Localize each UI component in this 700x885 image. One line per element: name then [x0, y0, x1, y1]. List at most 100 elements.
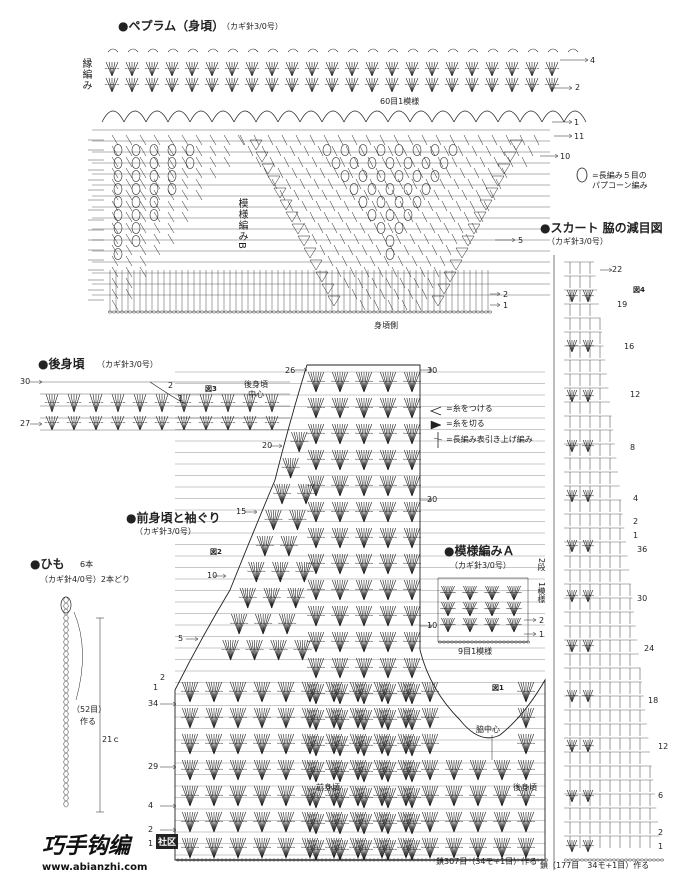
stitch-fan: [333, 837, 337, 859]
stitch-fan: [387, 501, 394, 523]
stitch-fan: [381, 733, 388, 755]
stitch-fan: [285, 535, 290, 557]
chain-stitch: [339, 858, 345, 862]
stitch-fan: [387, 761, 391, 783]
stitch-fan: [51, 415, 56, 431]
stitch-tick: [354, 846, 357, 848]
stitch-fan: [355, 681, 359, 703]
stitch-tick: [346, 536, 350, 538]
stitch-fan: [213, 681, 220, 703]
chain-stitch: [323, 310, 329, 314]
stitch-tick: [381, 562, 385, 564]
stitch-fan: [225, 639, 231, 661]
stitch-tick: [276, 742, 280, 744]
stitch-fan: [382, 527, 389, 549]
stitch-tick: [107, 68, 111, 70]
edge-fan: [408, 61, 413, 77]
stitch-fan: [280, 561, 289, 583]
stitch-tick: [380, 742, 384, 744]
stitch-tick: [234, 716, 237, 718]
stitch-tick: [283, 622, 286, 624]
stitch-tick: [402, 406, 406, 408]
stitch-fan: [265, 509, 274, 531]
popcorn: [394, 222, 404, 234]
edge-fan: [548, 77, 553, 93]
stitch-fan: [285, 681, 289, 703]
stitch-tick: [196, 742, 200, 744]
stitch-fan: [333, 785, 343, 807]
edge-fan: [508, 77, 513, 93]
stitch-fan: [117, 393, 122, 413]
chain-stitch: [135, 310, 141, 314]
stitch-fan: [363, 449, 370, 471]
stitch-tick: [292, 846, 296, 848]
edge-fan: [165, 61, 173, 77]
chain-stitch: [319, 858, 325, 862]
picot: [187, 48, 199, 53]
stitch-fan: [213, 733, 217, 755]
stitch-fan: [520, 681, 527, 703]
stitch-fan: [139, 415, 144, 431]
stitch-fan: [525, 837, 529, 859]
dc-stitch: [445, 244, 452, 256]
stitch-tick: [252, 846, 256, 848]
stitch-fan: [499, 759, 503, 781]
stitch-tick: [314, 562, 318, 564]
edge-fan: [211, 61, 216, 77]
dc-stitch: [139, 222, 147, 234]
stitch-tick: [330, 510, 334, 512]
stitch-tick: [394, 510, 398, 512]
stitch-tick: [381, 380, 385, 382]
popcorn: [448, 144, 458, 156]
edge-fan: [168, 77, 173, 93]
popcorn: [131, 222, 141, 234]
picot: [327, 48, 339, 53]
stitch-tick: [186, 768, 189, 770]
stitch-tick: [179, 401, 183, 403]
stitch-fan: [92, 415, 97, 431]
dc-stitch: [111, 189, 119, 201]
stitch-tick: [221, 648, 225, 650]
stitch-tick: [500, 794, 504, 796]
stitch-fan: [358, 423, 365, 445]
stitch-fan: [520, 785, 527, 807]
arch: [497, 110, 521, 123]
stitch-tick: [265, 596, 268, 598]
stitch-fan: [499, 837, 503, 859]
chain-stitch: [511, 858, 517, 862]
stitch-tick: [310, 84, 314, 86]
stitch-tick: [456, 68, 460, 70]
stitch-tick: [550, 68, 554, 70]
stitch-fan: [331, 605, 341, 627]
stitch-fan: [361, 553, 365, 575]
stitch-fan: [405, 837, 412, 859]
stitch-tick: [396, 68, 400, 70]
stitch-tick: [293, 622, 297, 624]
stitch-tick: [370, 744, 374, 746]
stitch-tick: [244, 68, 248, 70]
stitch-fan: [253, 837, 263, 859]
stitch-tick: [330, 484, 334, 486]
stitch-fan: [297, 509, 306, 531]
stitch-tick: [427, 68, 431, 70]
chain-stitch: [441, 640, 447, 644]
stitch-fan: [286, 613, 291, 635]
stitch-fan: [315, 735, 319, 757]
stitch-fan: [331, 423, 341, 445]
dc-stitch: [331, 145, 338, 157]
stitch-tick: [402, 846, 405, 848]
popcorn: [331, 157, 341, 169]
stitch-fan: [189, 759, 199, 781]
stitch-tick: [268, 794, 272, 796]
stitch-fan: [387, 579, 394, 601]
stitch-fan: [523, 785, 527, 807]
edge-fan: [111, 61, 119, 77]
stitch-tick: [248, 648, 251, 650]
stitch-fan: [315, 371, 325, 393]
stitch-tick: [276, 794, 280, 796]
stitch-tick: [254, 622, 257, 624]
stitch-fan: [237, 837, 241, 859]
stitch-tick: [447, 68, 451, 70]
stitch-tick: [226, 422, 230, 424]
stitch-tick: [262, 596, 266, 598]
